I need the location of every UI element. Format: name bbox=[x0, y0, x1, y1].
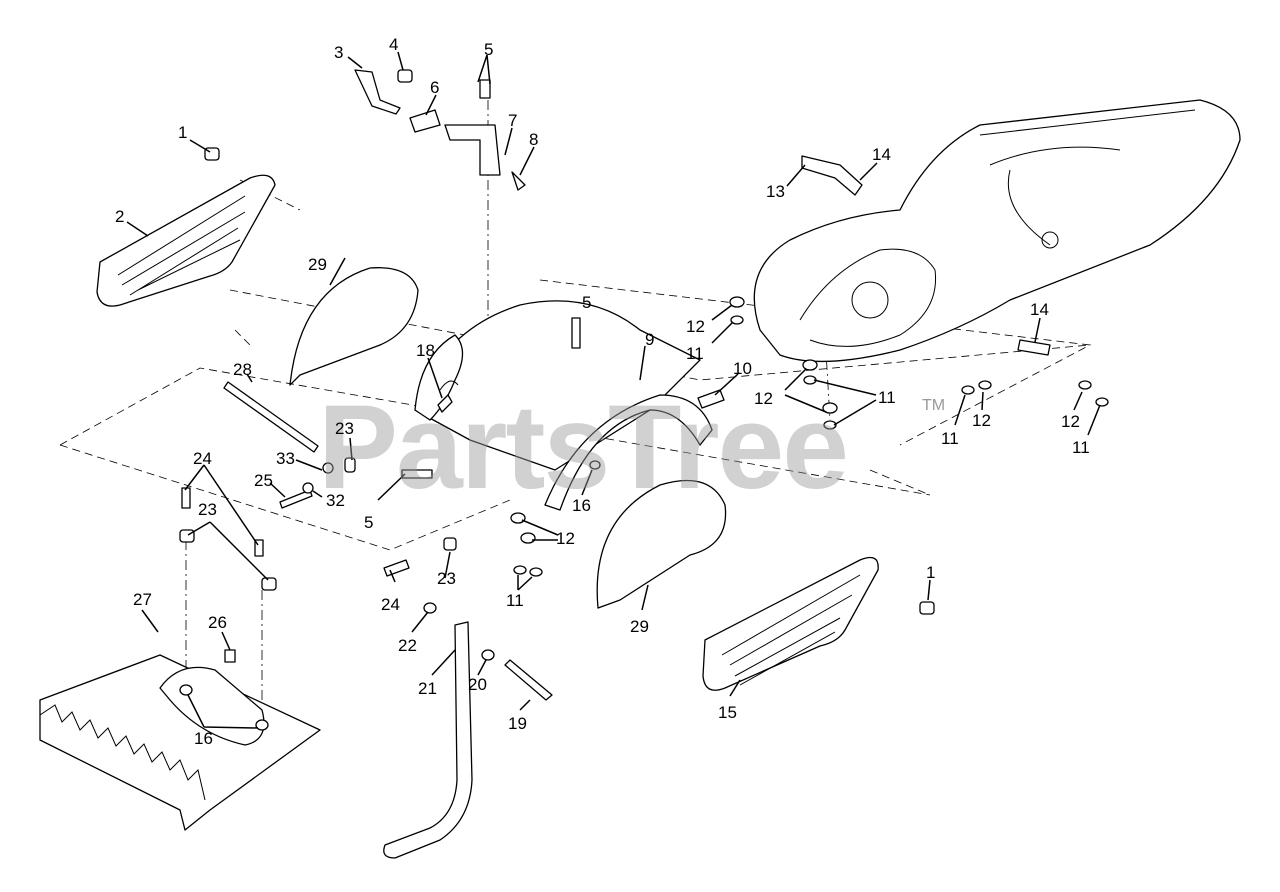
callout-23a: 23 bbox=[335, 419, 354, 438]
watermark-text: PartsTree bbox=[318, 380, 847, 514]
bolt-24a bbox=[181, 487, 191, 509]
callout-29b: 29 bbox=[630, 617, 649, 636]
callout-5a: 5 bbox=[484, 40, 493, 59]
callout-23c: 23 bbox=[437, 569, 456, 588]
plate-14 bbox=[1017, 339, 1051, 356]
bolt-24c bbox=[383, 559, 410, 577]
bolt-24b bbox=[254, 539, 264, 557]
callout-18: 18 bbox=[416, 341, 435, 360]
callout-11d: 11 bbox=[1072, 438, 1090, 457]
callout-15: 15 bbox=[718, 703, 737, 722]
callout-14b: 14 bbox=[1030, 300, 1049, 319]
rod-3 bbox=[354, 69, 401, 115]
callout-5c: 5 bbox=[364, 513, 373, 532]
callout-27: 27 bbox=[133, 590, 152, 609]
callout-16a: 16 bbox=[572, 496, 591, 515]
bolt-5a bbox=[479, 79, 491, 99]
fender-flap bbox=[544, 394, 713, 511]
callout-10: 10 bbox=[733, 359, 752, 378]
callout-25: 25 bbox=[254, 471, 273, 490]
tine-shield bbox=[39, 654, 321, 831]
callout-20: 20 bbox=[468, 675, 487, 694]
callout-12b: 12 bbox=[754, 389, 773, 408]
callout-1a: 1 bbox=[178, 123, 187, 142]
tine-drive-housing bbox=[753, 99, 1241, 363]
callout-12e: 12 bbox=[556, 529, 575, 548]
bracket-7 bbox=[444, 124, 501, 176]
fender-side-right bbox=[596, 479, 727, 609]
pin-28 bbox=[223, 381, 319, 453]
depth-bar bbox=[383, 621, 473, 859]
callout-28: 28 bbox=[233, 360, 252, 379]
fender-side-left bbox=[289, 267, 419, 386]
callout-22: 22 bbox=[398, 636, 417, 655]
callout-11e: 11 bbox=[506, 591, 524, 610]
watermark: PartsTree TM bbox=[318, 380, 945, 514]
bolt-18 bbox=[437, 394, 453, 413]
callout-3: 3 bbox=[334, 43, 343, 62]
callout-23b: 23 bbox=[198, 500, 217, 519]
footrest-right bbox=[702, 556, 879, 691]
callout-9: 9 bbox=[645, 330, 654, 349]
clip-4 bbox=[397, 69, 413, 83]
callout-6: 6 bbox=[430, 78, 439, 97]
callout-21: 21 bbox=[418, 679, 437, 698]
callout-2: 2 bbox=[115, 207, 124, 226]
callout-12c: 12 bbox=[972, 411, 991, 430]
pin-19 bbox=[504, 659, 553, 701]
pin-25 bbox=[279, 489, 313, 509]
callout-19: 19 bbox=[508, 714, 527, 733]
leader-lines bbox=[126, 51, 1101, 729]
small-hardware bbox=[179, 69, 1109, 731]
watermark-tm: TM bbox=[922, 397, 945, 414]
clip-26 bbox=[224, 649, 236, 663]
callout-26: 26 bbox=[208, 613, 227, 632]
nut-1b bbox=[919, 601, 935, 615]
callout-11c: 11 bbox=[941, 429, 959, 448]
spring-6 bbox=[409, 109, 441, 133]
footrest-left bbox=[96, 174, 276, 307]
callout-labels: 1 1 2 3 4 5 5 5 6 7 8 9 10 11 11 11 11 1… bbox=[115, 35, 1090, 748]
callout-8: 8 bbox=[529, 130, 538, 149]
callout-33: 33 bbox=[276, 449, 295, 468]
bolt-5c bbox=[401, 469, 433, 479]
bolt-10 bbox=[697, 389, 725, 409]
callout-1b: 1 bbox=[926, 563, 935, 582]
callout-24b: 24 bbox=[381, 595, 400, 614]
callout-12d: 12 bbox=[1061, 412, 1080, 431]
callout-24a: 24 bbox=[193, 449, 212, 468]
callout-29a: 29 bbox=[308, 255, 327, 274]
callout-11b: 11 bbox=[878, 388, 896, 407]
callout-11a: 11 bbox=[686, 344, 704, 363]
callout-12a: 12 bbox=[686, 317, 705, 336]
callout-4: 4 bbox=[389, 35, 398, 54]
callout-5b: 5 bbox=[582, 293, 591, 312]
bolt-13-bracket-14 bbox=[801, 155, 863, 196]
callout-13: 13 bbox=[766, 182, 785, 201]
callout-14a: 14 bbox=[872, 145, 891, 164]
callout-32: 32 bbox=[326, 491, 345, 510]
callout-7: 7 bbox=[508, 111, 517, 130]
callout-16b: 16 bbox=[194, 729, 213, 748]
bolt-5b bbox=[571, 317, 581, 349]
spring-8 bbox=[511, 171, 526, 191]
